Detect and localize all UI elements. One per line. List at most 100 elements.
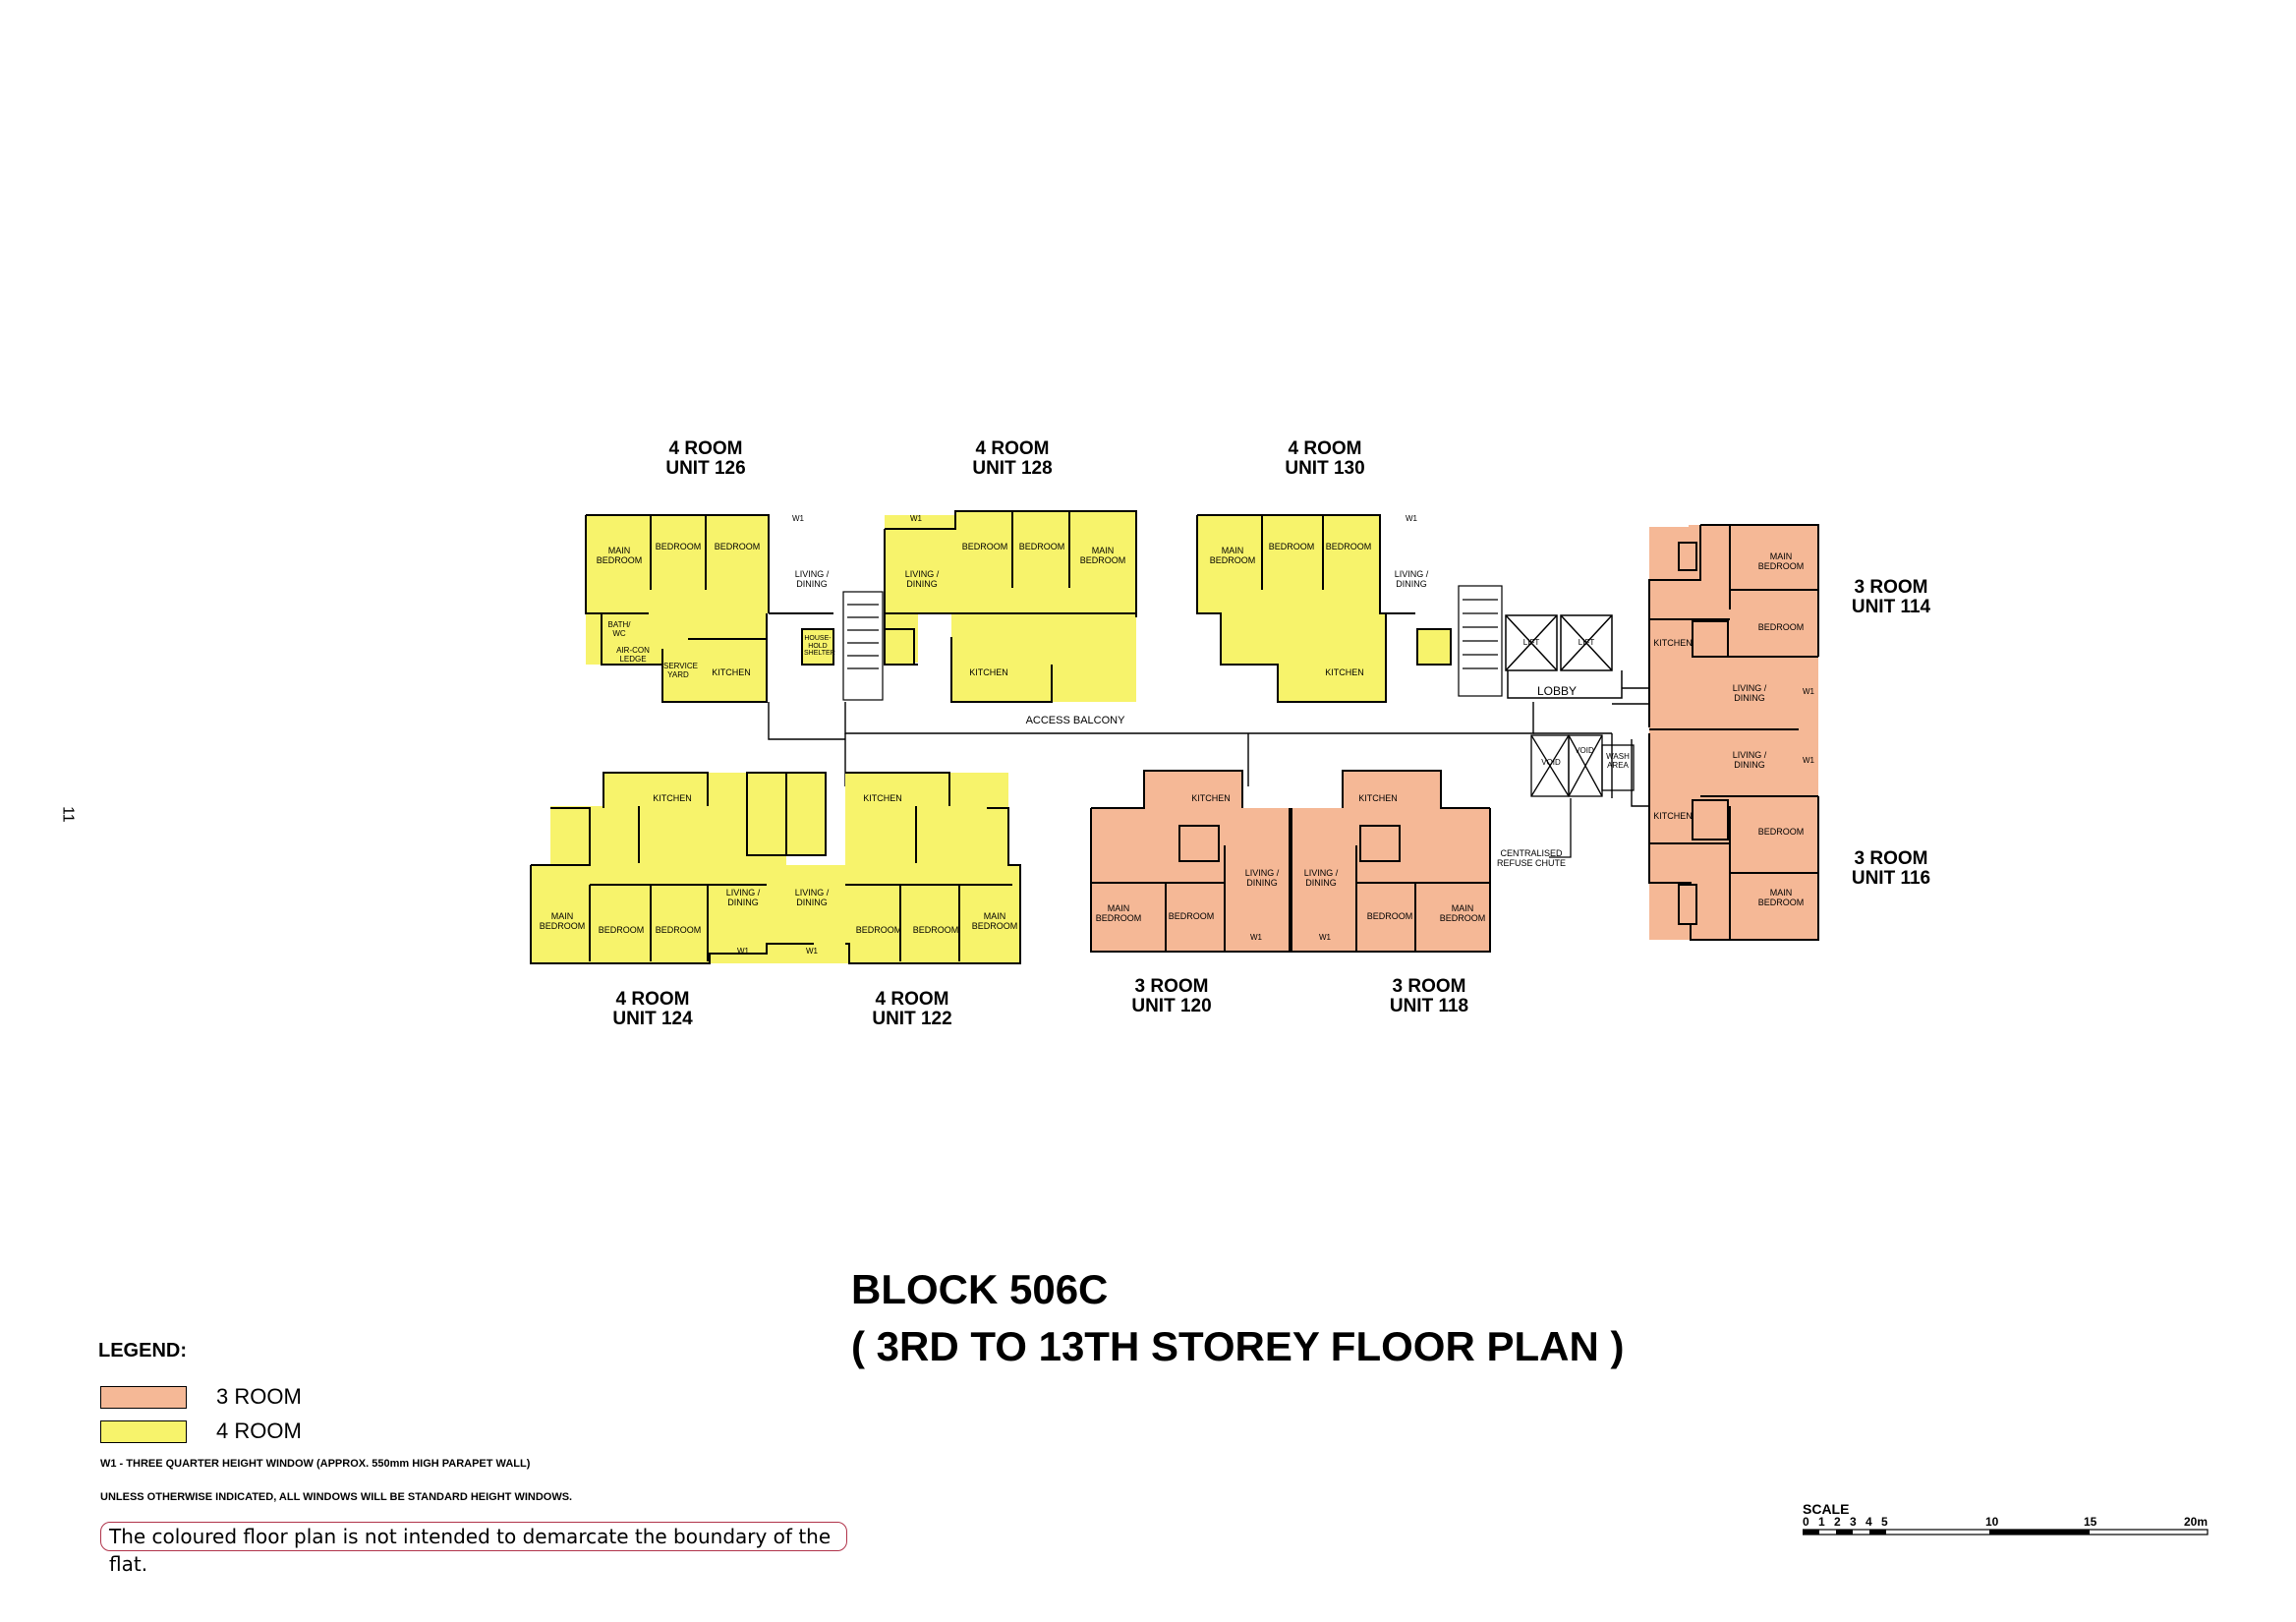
unit-116-type: 3 ROOM bbox=[1854, 848, 1928, 869]
unit-126-label: 4 ROOM UNIT 126 bbox=[665, 439, 745, 479]
room-bedroom: BEDROOM bbox=[1757, 827, 1805, 837]
room-living-dining: LIVING / DINING bbox=[1303, 868, 1339, 888]
w1-marker: W1 bbox=[792, 514, 804, 523]
scale-tick: 5 bbox=[1881, 1515, 1888, 1529]
unit-114-plan bbox=[1648, 524, 1819, 733]
w1-marker: W1 bbox=[737, 947, 749, 956]
room-kitchen: KITCHEN bbox=[653, 793, 692, 803]
w1-marker: W1 bbox=[910, 514, 922, 523]
void-label-2: VOID bbox=[1575, 746, 1594, 755]
room-bedroom: BEDROOM bbox=[1366, 911, 1413, 921]
unit-124-type: 4 ROOM bbox=[615, 989, 690, 1010]
w1-marker: W1 bbox=[1803, 687, 1814, 696]
unit-118-label: 3 ROOM UNIT 118 bbox=[1390, 977, 1468, 1016]
stairs bbox=[842, 585, 1503, 701]
void-wash-area bbox=[1530, 734, 1635, 858]
legend-swatch-4-room bbox=[100, 1419, 187, 1443]
unit-128-number: UNIT 128 bbox=[972, 457, 1053, 479]
w1-note: W1 - THREE QUARTER HEIGHT WINDOW (APPROX… bbox=[100, 1458, 531, 1470]
unit-124-number: UNIT 124 bbox=[612, 1008, 693, 1029]
unit-130-label: 4 ROOM UNIT 130 bbox=[1285, 439, 1364, 479]
unit-130-number: UNIT 130 bbox=[1285, 457, 1365, 479]
legend-label-4-room: 4 ROOM bbox=[216, 1419, 302, 1443]
lift-label-1: LIFT bbox=[1522, 638, 1540, 647]
room-living-dining: LIVING / DINING bbox=[794, 888, 830, 907]
unit-124-label: 4 ROOM UNIT 124 bbox=[612, 990, 692, 1029]
legend-item-3-room: 3 ROOM bbox=[100, 1384, 302, 1410]
room-bath-wc: BATH/ WC bbox=[607, 620, 631, 638]
void-label-1: VOID bbox=[1541, 758, 1561, 767]
scale-tick: 0 bbox=[1803, 1515, 1809, 1529]
unit-130-type: 4 ROOM bbox=[1288, 438, 1362, 459]
room-kitchen: KITCHEN bbox=[1358, 793, 1398, 803]
wash-area-label: WASH AREA bbox=[1606, 752, 1630, 770]
scale-tick: 1 bbox=[1818, 1515, 1825, 1529]
unit-120-plan bbox=[1090, 770, 1291, 953]
unit-116-label: 3 ROOM UNIT 116 bbox=[1852, 849, 1930, 889]
refuse-chute-label: CENTRALISED REFUSE CHUTE bbox=[1496, 848, 1566, 868]
room-kitchen: KITCHEN bbox=[712, 667, 751, 677]
room-main-bedroom: MAIN BEDROOM bbox=[971, 911, 1018, 931]
room-bedroom: BEDROOM bbox=[855, 925, 902, 935]
unit-126-number: UNIT 126 bbox=[665, 457, 746, 479]
legend-heading: LEGEND: bbox=[98, 1340, 187, 1361]
room-kitchen: KITCHEN bbox=[969, 667, 1008, 677]
legend-label-3-room: 3 ROOM bbox=[216, 1384, 302, 1409]
w1-marker: W1 bbox=[1803, 756, 1814, 765]
room-living-dining: LIVING / DINING bbox=[1394, 569, 1429, 589]
room-bedroom: BEDROOM bbox=[1168, 911, 1215, 921]
room-bedroom: BEDROOM bbox=[1757, 622, 1805, 632]
legend-swatch-3-room bbox=[100, 1385, 187, 1409]
room-main-bedroom: MAIN BEDROOM bbox=[1757, 551, 1805, 571]
room-kitchen: KITCHEN bbox=[1191, 793, 1231, 803]
unit-116-number: UNIT 116 bbox=[1851, 867, 1931, 889]
scale-tick: 3 bbox=[1850, 1515, 1857, 1529]
room-household-shelter: HOUSE- HOLD SHELTER bbox=[804, 635, 835, 658]
unit-126-type: 4 ROOM bbox=[668, 438, 743, 459]
unit-126-plan bbox=[585, 514, 834, 703]
room-bedroom: BEDROOM bbox=[655, 542, 702, 551]
access-balcony-label: ACCESS BALCONY bbox=[1025, 715, 1125, 726]
unit-116-plan bbox=[1648, 733, 1819, 941]
unit-122-plan bbox=[785, 772, 1021, 964]
room-main-bedroom: MAIN BEDROOM bbox=[1757, 888, 1805, 907]
scale-tick: 15 bbox=[2084, 1515, 2097, 1529]
room-kitchen: KITCHEN bbox=[863, 793, 902, 803]
room-main-bedroom: MAIN BEDROOM bbox=[539, 911, 586, 931]
room-main-bedroom: MAIN BEDROOM bbox=[1209, 546, 1256, 565]
room-main-bedroom: MAIN BEDROOM bbox=[1439, 903, 1486, 923]
unit-120-label: 3 ROOM UNIT 120 bbox=[1131, 977, 1211, 1016]
unit-120-number: UNIT 120 bbox=[1131, 995, 1212, 1016]
lift-lobby bbox=[1505, 614, 1661, 699]
unit-124-plan bbox=[530, 772, 845, 964]
scale-tick: 2 bbox=[1834, 1515, 1841, 1529]
unit-122-label: 4 ROOM UNIT 122 bbox=[872, 990, 951, 1029]
room-living-dining: LIVING / DINING bbox=[1732, 683, 1767, 703]
unit-128-label: 4 ROOM UNIT 128 bbox=[972, 439, 1052, 479]
room-bedroom: BEDROOM bbox=[598, 925, 645, 935]
unit-128-plan bbox=[884, 510, 1137, 703]
w1-marker: W1 bbox=[806, 947, 818, 956]
unit-122-type: 4 ROOM bbox=[875, 989, 949, 1010]
unit-118-number: UNIT 118 bbox=[1389, 995, 1469, 1016]
unit-114-number: UNIT 114 bbox=[1851, 596, 1931, 617]
plan-subtitle: ( 3RD TO 13TH STOREY FLOOR PLAN ) bbox=[851, 1323, 1625, 1369]
room-living-dining: LIVING / DINING bbox=[725, 888, 761, 907]
room-bedroom: BEDROOM bbox=[912, 925, 959, 935]
scale-label: SCALE bbox=[1803, 1501, 1850, 1517]
room-living-dining: LIVING / DINING bbox=[794, 569, 830, 589]
access-balcony bbox=[768, 702, 1671, 807]
room-main-bedroom: MAIN BEDROOM bbox=[596, 546, 643, 565]
scale-line bbox=[1803, 1529, 2209, 1535]
room-kitchen: KITCHEN bbox=[1653, 638, 1693, 648]
unit-118-type: 3 ROOM bbox=[1392, 976, 1466, 997]
room-main-bedroom: MAIN BEDROOM bbox=[1079, 546, 1126, 565]
room-aircon-ledge: AIR-CON LEDGE bbox=[616, 646, 650, 664]
room-bedroom: BEDROOM bbox=[1325, 542, 1372, 551]
scale-bar: SCALE 0 1 2 3 4 5 10 15 20m bbox=[1803, 1502, 2225, 1541]
scale-tick: 20m bbox=[2184, 1515, 2209, 1529]
disclaimer-box: The coloured floor plan is not intended … bbox=[100, 1522, 847, 1576]
lobby-label: LOBBY bbox=[1536, 684, 1578, 698]
room-service-yard: SERVICE YARD bbox=[663, 662, 698, 679]
